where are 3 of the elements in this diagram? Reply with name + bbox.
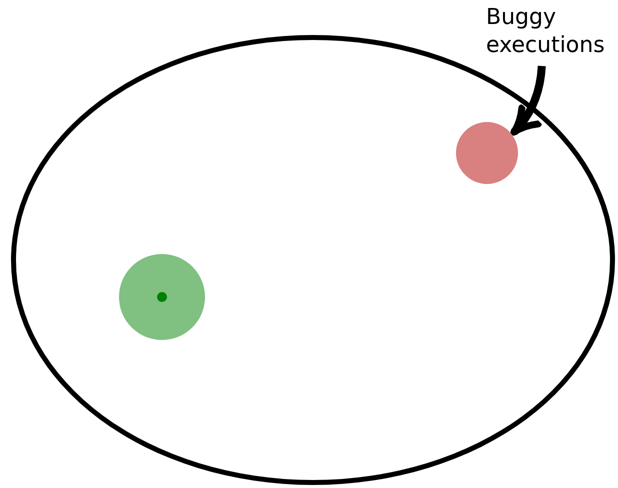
center-dot <box>157 292 167 302</box>
callout-label: Buggy executions <box>486 4 610 64</box>
outline-ellipse <box>11 35 615 485</box>
